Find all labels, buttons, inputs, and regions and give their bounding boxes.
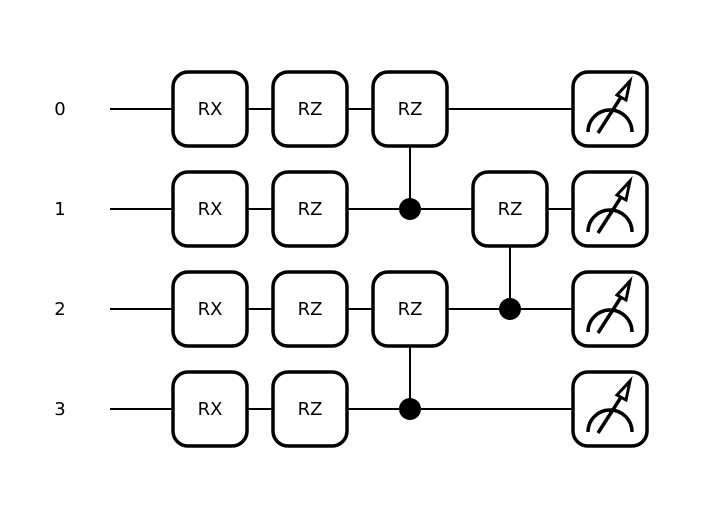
gate-rx: RX (171, 70, 249, 148)
measurement-meter-icon (571, 370, 649, 448)
control-dot (499, 298, 521, 320)
gate-rx: RX (171, 370, 249, 448)
gate-label: RX (198, 399, 223, 420)
measurement-meter-icon (571, 70, 649, 148)
gate-rx: RX (171, 270, 249, 348)
gate-label: RX (198, 299, 223, 320)
gate-rz: RZ (271, 70, 349, 148)
gate-rz: RZ (371, 270, 449, 348)
gate-rz: RZ (271, 370, 349, 448)
gate-label: RZ (298, 99, 323, 120)
wire-label: 1 (54, 199, 65, 220)
measurement-meter-icon (571, 170, 649, 248)
gate-label: RZ (498, 199, 523, 220)
gate-rz: RZ (271, 170, 349, 248)
wire-label: 3 (54, 399, 65, 420)
gate-label: RX (198, 199, 223, 220)
gate-label: RZ (398, 99, 423, 120)
gate-label: RX (198, 99, 223, 120)
control-dot (399, 198, 421, 220)
gate-label: RZ (298, 399, 323, 420)
gate-label: RZ (298, 299, 323, 320)
gate-label: RZ (298, 199, 323, 220)
wire-label: 2 (54, 299, 65, 320)
control-dot (399, 398, 421, 420)
gate-label: RZ (398, 299, 423, 320)
measurement-meter-icon (571, 270, 649, 348)
gate-rz: RZ (271, 270, 349, 348)
gate-rz: RZ (471, 170, 549, 248)
wire-label: 0 (54, 99, 65, 120)
gate-rz: RZ (371, 70, 449, 148)
gate-rx: RX (171, 170, 249, 248)
